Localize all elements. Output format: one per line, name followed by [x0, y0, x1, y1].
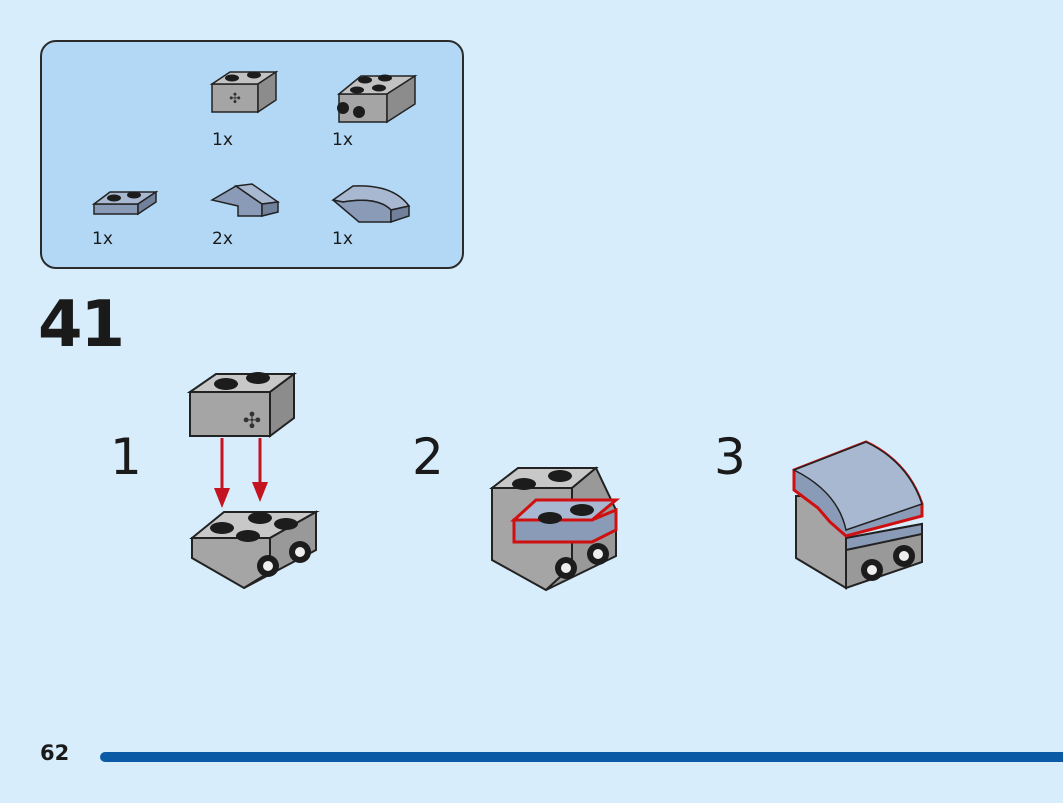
grey-1x2-technic-brick-icon: ✣ — [208, 64, 280, 116]
blue-grey-slope-icon — [208, 182, 280, 224]
svg-text:✣: ✣ — [229, 91, 241, 107]
substep-label: 2 — [412, 428, 444, 486]
part-quantity: 2x — [212, 229, 233, 249]
svg-text:✣: ✣ — [243, 409, 261, 434]
parts-list-box: ✣ 1x 1x 1x — [40, 40, 464, 269]
blue-grey-1x2-plate-icon — [90, 182, 162, 220]
part-quantity: 1x — [332, 130, 353, 150]
substep-label: 1 — [110, 428, 142, 486]
page-progress-bar — [100, 752, 1063, 762]
part-quantity: 1x — [332, 229, 353, 249]
blue-grey-curved-slope-icon — [329, 180, 419, 226]
grey-2x2-brick-with-side-studs-icon — [329, 64, 419, 126]
page-number: 62 — [40, 741, 70, 765]
substep-1-illustration: ✣ — [186, 362, 326, 594]
part-quantity: 1x — [212, 130, 233, 150]
substep-2-illustration — [488, 456, 624, 596]
part-quantity: 1x — [92, 229, 113, 249]
substep-3-illustration — [790, 438, 930, 596]
substep-label: 3 — [714, 428, 746, 486]
step-number: 41 — [38, 288, 125, 362]
